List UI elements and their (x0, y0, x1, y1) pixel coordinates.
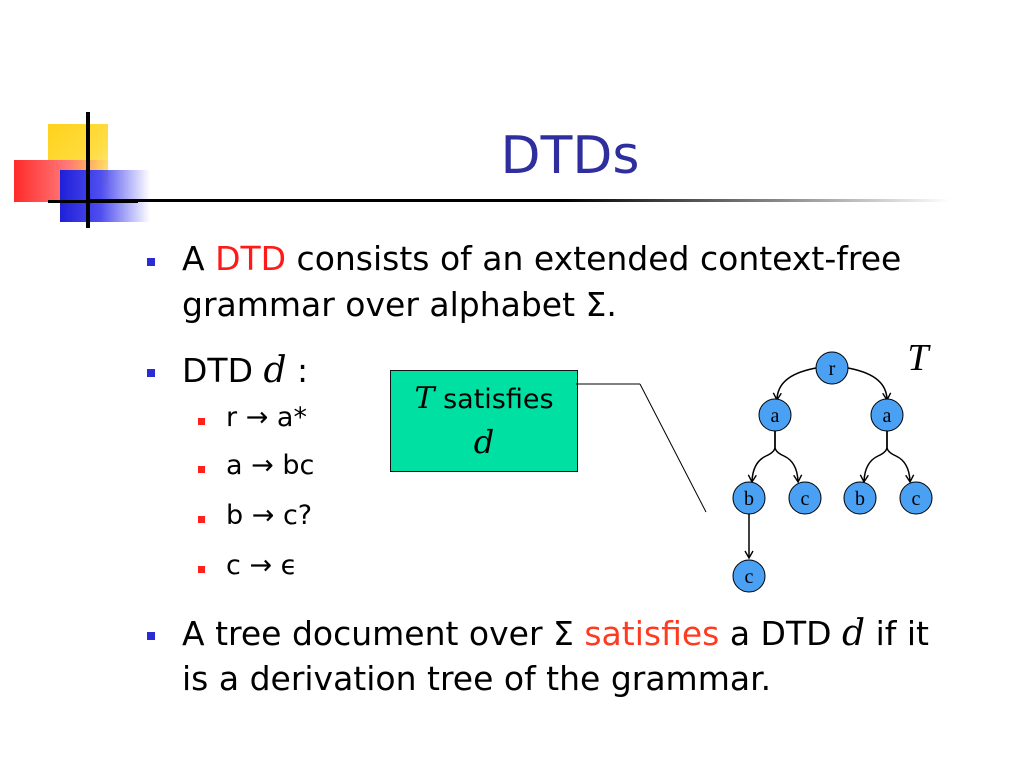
callout-line-1: T satisfies (391, 381, 577, 416)
logo-vertical-line (86, 112, 90, 228)
tree-node-a-left: a (758, 398, 792, 432)
callout-t: T (414, 381, 435, 416)
arrow-icon: → (249, 550, 273, 581)
arrow-icon: → (251, 500, 275, 531)
bullet-3-p2: a DTD (719, 614, 843, 653)
rule-2: a → bc (226, 450, 314, 481)
bullet-3-line-2: is a derivation tree of the grammar. (182, 659, 772, 698)
bullet-1-a: A (182, 239, 216, 278)
tree-node-r: r (815, 351, 849, 385)
bullet-1-line-2: grammar over alphabet Σ. (182, 285, 617, 324)
bullet-2-line: DTD d : (182, 348, 308, 393)
tree-label-t: T (907, 337, 931, 379)
edge-r-a-left (772, 367, 817, 402)
tree-node-c-bottom: c (732, 559, 766, 593)
callout-d: d (473, 423, 495, 461)
edge-a-left-b (747, 431, 776, 484)
arrow-icon: → (245, 402, 269, 433)
edge-a-right-c (886, 431, 915, 484)
bullet-2-var-d: d (263, 350, 287, 391)
callout-satisfies: satisfies (443, 384, 554, 415)
bullet-3-var-d: d (842, 613, 866, 654)
arrow-icon: → (251, 450, 274, 481)
rule-3: b → c? (226, 500, 312, 531)
callout-box: T satisfies d (390, 370, 578, 472)
tree-node-a-right: a (870, 398, 904, 432)
tree-node-b-left-label: b (744, 488, 754, 510)
bullet-1-marker (147, 258, 155, 266)
tree-node-b-right: b (843, 481, 877, 515)
callout-connector (576, 383, 707, 513)
bullet-3-p1: A tree document over Σ (182, 614, 585, 653)
edge-a-left-c (774, 431, 803, 484)
tree-node-a-right-label: a (883, 405, 892, 427)
tree-node-c-left: c (788, 481, 822, 515)
rule-2-marker (198, 466, 205, 473)
title-rule (90, 199, 950, 202)
bullet-1-line-1: A DTD consists of an extended context-fr… (182, 238, 901, 279)
tree-node-c-bottom-label: c (745, 566, 754, 588)
tree-node-b-right-label: b (855, 488, 865, 510)
bullet-2-marker (147, 369, 155, 377)
rule-4-lhs: c (226, 550, 241, 581)
rule-2-lhs: a (226, 450, 243, 481)
bullet-3-p3: if it (865, 614, 929, 653)
edge-a-right-b (859, 431, 888, 484)
rule-1-lhs: r (226, 402, 238, 433)
bullet-1-rest: consists of an extended context-free (286, 239, 902, 278)
rule-1: r → a* (226, 402, 307, 433)
rule-3-marker (198, 516, 205, 523)
tree-node-a-left-label: a (771, 405, 780, 427)
bullet-1-dtd: DTD (215, 239, 287, 278)
bullet-2-colon: : (286, 351, 309, 390)
tree-node-c-right-label: c (912, 488, 921, 510)
bullet-3-marker (147, 632, 155, 640)
slide-title: DTDs (500, 126, 640, 186)
rule-4: c → ϵ (226, 550, 297, 581)
rule-4-marker (198, 566, 205, 573)
bullet-3-line-1: A tree document over Σ satisfies a DTD d… (182, 611, 929, 656)
rule-3-lhs: b (226, 500, 244, 531)
tree-node-c-left-label: c (801, 488, 810, 510)
rule-4-rhs: ϵ (280, 550, 298, 581)
rule-1-marker (198, 418, 205, 425)
logo-blue-square (60, 170, 150, 222)
tree-node-r-label: r (829, 358, 836, 380)
bullet-3-satisfies: satisfies (584, 614, 720, 653)
bullet-2-label: DTD (182, 351, 264, 390)
tree-node-c-right: c (899, 481, 933, 515)
tree-node-b-left: b (732, 481, 766, 515)
edge-r-a-right (847, 367, 892, 402)
rule-2-rhs: bc (282, 450, 315, 481)
rule-3-rhs: c? (282, 500, 313, 531)
rule-1-rhs: a* (276, 402, 307, 433)
